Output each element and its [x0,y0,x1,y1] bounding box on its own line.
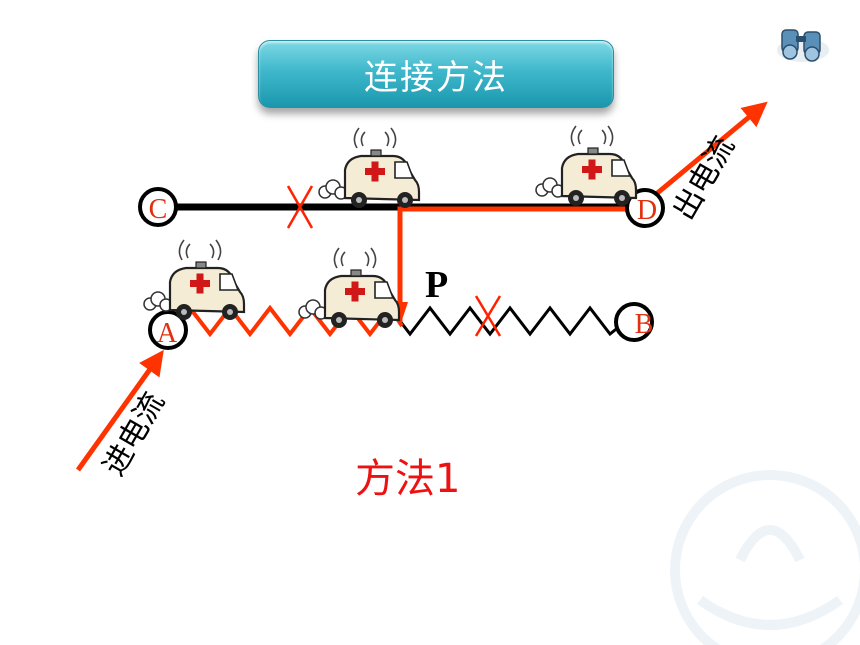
svg-text:B: B [635,309,654,340]
current-in-arrow [75,349,164,472]
current-path-slider [397,206,640,322]
terminal-a: A [148,310,188,350]
svg-text:D: D [637,195,657,226]
terminal-b: B [614,302,654,342]
current-out-arrow [653,101,768,197]
cross-mark-icon [474,295,502,337]
binoculars-icon [777,29,829,62]
slide-title: 连接方法 [258,40,614,108]
terminal-c: C [138,187,178,227]
current-in-label: 进电流 [97,387,172,482]
watermark-logo-icon [670,470,860,645]
svg-text:C: C [149,194,168,225]
svg-text:A: A [157,318,178,349]
ambulance-icon [142,238,246,322]
method-label: 方法1 [355,456,460,502]
slider-label: P [425,264,448,306]
ambulance-icon [317,126,421,210]
cross-mark-icon [286,185,314,229]
ambulance-icon [534,124,638,208]
current-path-wire [173,304,404,338]
